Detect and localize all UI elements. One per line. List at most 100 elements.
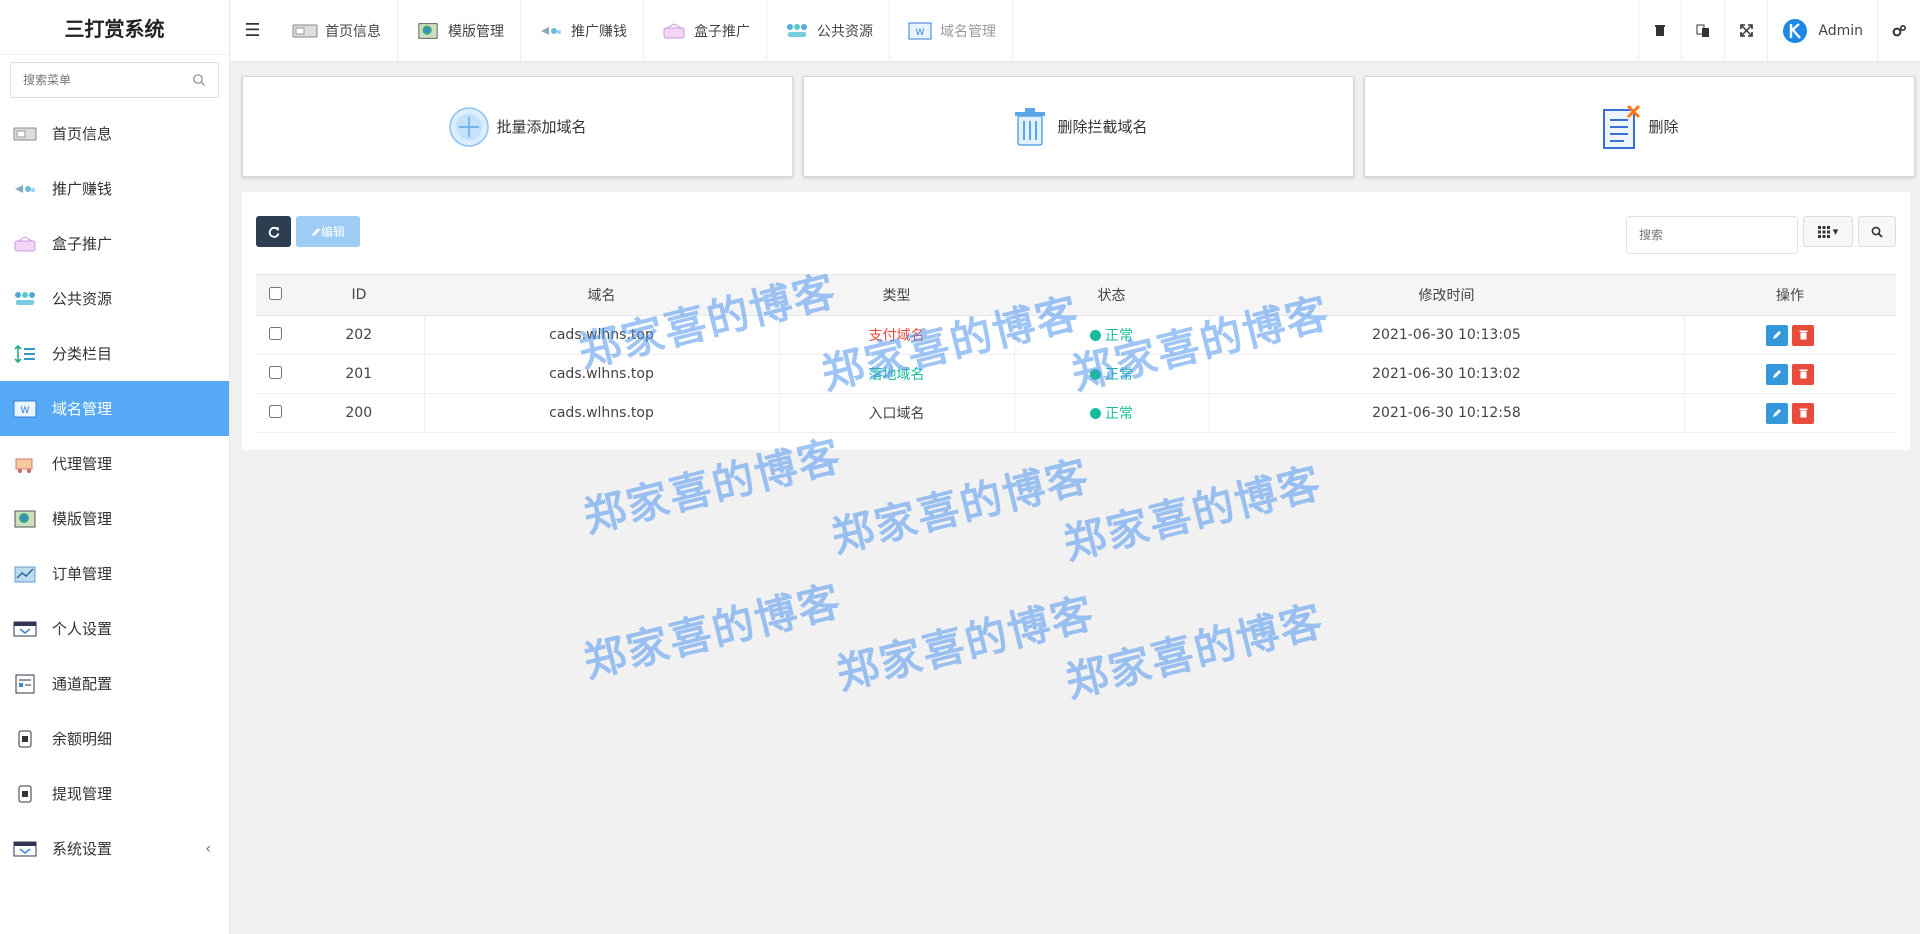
action-cards: 批量添加域名 删除拦截域名 删除 xyxy=(242,76,1915,177)
tab-template[interactable]: 模版管理 xyxy=(398,0,521,61)
settings-button[interactable] xyxy=(1877,0,1920,61)
menu-toggle-icon[interactable]: ☰ xyxy=(244,20,261,41)
table-search-input[interactable] xyxy=(1626,216,1798,254)
withdraw-icon xyxy=(12,783,38,805)
column-header-status[interactable]: 状态 xyxy=(1014,274,1209,316)
cell-status: 正常 xyxy=(1014,354,1210,394)
column-header-type[interactable]: 类型 xyxy=(779,274,1014,316)
grid-icon xyxy=(1817,225,1830,238)
category-icon xyxy=(12,343,38,365)
sidebar-item-profile[interactable]: 个人设置 xyxy=(0,601,229,656)
tab-home[interactable]: 首页信息 xyxy=(275,0,398,61)
promote-icon xyxy=(537,21,565,41)
select-all-checkbox[interactable] xyxy=(268,286,282,300)
table-header-row: ID 域名 类型 状态 修改时间 操作 xyxy=(256,274,1896,316)
delete-doc-icon xyxy=(1600,104,1642,149)
fullscreen-button[interactable] xyxy=(1724,0,1767,61)
tab-label: 盒子推广 xyxy=(694,23,750,40)
delete-card[interactable]: 删除 xyxy=(1364,76,1915,177)
home-info-icon xyxy=(12,123,38,145)
delete-blocked-domain-card[interactable]: 删除拦截域名 xyxy=(803,76,1354,177)
sidebar-search[interactable] xyxy=(10,62,219,98)
tab-label: 公共资源 xyxy=(817,23,873,40)
card-label: 删除拦截域名 xyxy=(1057,118,1148,136)
app-logo-title: 三打赏系统 xyxy=(0,0,229,55)
sidebar-search-input[interactable] xyxy=(23,73,192,87)
row-delete-button[interactable] xyxy=(1792,402,1815,424)
top-right-tools: Admin xyxy=(1638,0,1920,61)
refresh-button[interactable] xyxy=(256,216,291,247)
table-row: 201 cads.wlhns.top 落地域名 正常 2021-06-30 10… xyxy=(256,354,1896,394)
card-label: 批量添加域名 xyxy=(496,118,587,136)
cell-updated: 2021-06-30 10:12:58 xyxy=(1209,393,1685,433)
columns-toggle-button[interactable]: ▾ xyxy=(1803,216,1853,247)
sidebar-item-template[interactable]: 模版管理 xyxy=(0,491,229,546)
cell-id: 200 xyxy=(294,393,425,433)
row-edit-button[interactable] xyxy=(1766,402,1789,424)
sidebar-item-box[interactable]: 盒子推广 xyxy=(0,216,229,271)
resource-icon xyxy=(12,288,38,310)
pencil-icon xyxy=(1773,409,1782,417)
domain-table: ID 域名 类型 状态 修改时间 操作 202 cads.wlhns.top 支… xyxy=(256,274,1896,433)
table-tools-right: ▾ xyxy=(1626,216,1896,254)
row-delete-button[interactable] xyxy=(1792,363,1815,385)
domain-icon: W xyxy=(906,21,934,41)
sidebar-item-resource[interactable]: 公共资源 xyxy=(0,271,229,326)
status-text: 正常 xyxy=(1105,406,1133,422)
pencil-icon xyxy=(311,227,320,236)
sidebar-item-label: 模版管理 xyxy=(52,510,113,528)
tab-resource[interactable]: 公共资源 xyxy=(767,0,890,61)
tab-promote[interactable]: 推广赚钱 xyxy=(521,0,644,61)
sidebar-item-category[interactable]: 分类栏目 xyxy=(0,326,229,381)
sidebar-item-order[interactable]: 订单管理 xyxy=(0,546,229,601)
table-toolbar: 编辑 xyxy=(256,216,360,247)
edit-button[interactable]: 编辑 xyxy=(296,216,360,247)
sidebar-item-label: 域名管理 xyxy=(52,400,113,418)
tab-domain[interactable]: W 域名管理 xyxy=(890,0,1013,61)
gears-icon xyxy=(1892,24,1907,36)
row-checkbox[interactable] xyxy=(268,326,282,340)
box-icon xyxy=(660,21,688,41)
sidebar-item-promote[interactable]: 推广赚钱 xyxy=(0,161,229,216)
tab-label: 域名管理 xyxy=(940,23,996,40)
column-header-domain[interactable]: 域名 xyxy=(424,274,779,316)
row-checkbox[interactable] xyxy=(268,365,282,379)
sidebar: 三打赏系统 首页信息 推广赚钱 盒子推广 公共资源 分类栏目 W 域名管理 xyxy=(0,0,230,934)
sidebar-item-domain[interactable]: W 域名管理 xyxy=(0,381,229,436)
language-button[interactable] xyxy=(1681,0,1724,61)
translate-icon xyxy=(1696,24,1710,37)
row-checkbox[interactable] xyxy=(268,404,282,418)
table-search-button[interactable] xyxy=(1858,216,1896,247)
tab-box[interactable]: 盒子推广 xyxy=(644,0,767,61)
row-edit-button[interactable] xyxy=(1766,324,1789,346)
order-icon xyxy=(12,563,38,585)
clear-cache-button[interactable] xyxy=(1638,0,1681,61)
sidebar-item-label: 公共资源 xyxy=(52,290,113,308)
system-icon xyxy=(12,838,38,860)
trash-icon xyxy=(1009,106,1051,148)
sidebar-item-label: 通道配置 xyxy=(52,675,113,693)
cell-domain: cads.wlhns.top xyxy=(424,354,780,394)
cell-domain: cads.wlhns.top xyxy=(424,315,780,355)
sidebar-item-channel[interactable]: 通道配置 xyxy=(0,656,229,711)
trash-icon xyxy=(1799,330,1808,340)
column-header-id[interactable]: ID xyxy=(294,274,424,316)
cell-status: 正常 xyxy=(1014,315,1210,355)
search-icon xyxy=(1871,226,1883,238)
edit-label: 编辑 xyxy=(320,225,345,239)
box-icon xyxy=(12,233,38,255)
channel-icon xyxy=(12,673,38,695)
sidebar-item-balance[interactable]: 余额明细 xyxy=(0,711,229,766)
row-delete-button[interactable] xyxy=(1792,324,1815,346)
user-menu[interactable]: Admin xyxy=(1767,0,1877,61)
resource-icon xyxy=(783,21,811,41)
cell-id: 202 xyxy=(294,315,425,355)
promote-icon xyxy=(12,178,38,200)
sidebar-item-system[interactable]: 系统设置 ‹ xyxy=(0,821,229,876)
column-header-updated[interactable]: 修改时间 xyxy=(1209,274,1684,316)
sidebar-item-home[interactable]: 首页信息 xyxy=(0,106,229,161)
sidebar-item-withdraw[interactable]: 提现管理 xyxy=(0,766,229,821)
sidebar-item-agent[interactable]: 代理管理 xyxy=(0,436,229,491)
row-edit-button[interactable] xyxy=(1766,363,1789,385)
batch-add-domain-card[interactable]: 批量添加域名 xyxy=(242,76,793,177)
